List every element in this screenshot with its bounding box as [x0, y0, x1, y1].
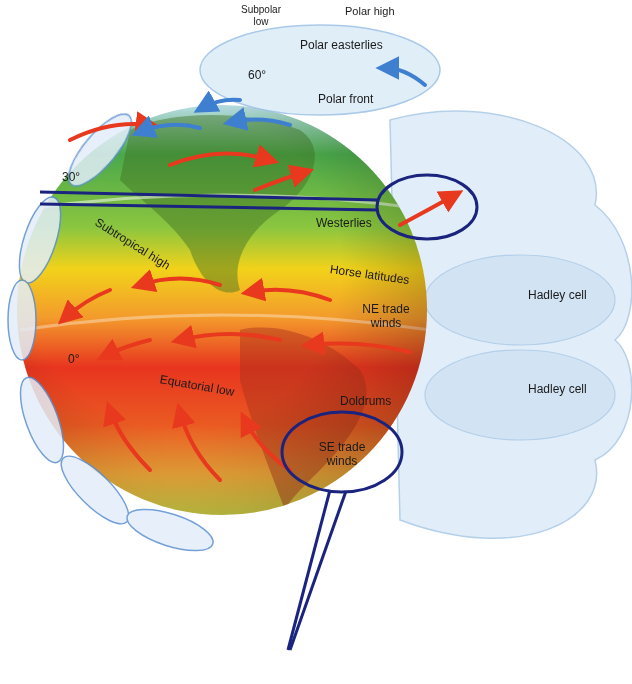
region-label: Polar front: [318, 92, 373, 106]
circulation-cells-part: [52, 447, 138, 533]
wind-arrows-part: [170, 154, 270, 165]
callout-marks-part: [290, 491, 346, 650]
hadley-cells-part: [425, 255, 615, 345]
callout-marks-part: [282, 412, 402, 492]
region-label: Westerlies: [316, 216, 372, 230]
wind-arrows-part: [110, 410, 150, 470]
callout-marks: [40, 175, 477, 650]
wind-arrows-part: [65, 290, 110, 318]
region-label: Polar high: [345, 5, 395, 18]
wind-arrows-part: [310, 344, 410, 352]
region-label: Horse latitudes: [329, 262, 410, 287]
callout-marks-part: [377, 175, 477, 239]
wind-arrows-part: [250, 290, 330, 300]
region-label: Equatorial low: [159, 372, 236, 399]
earth-globe-part: [17, 105, 427, 515]
polar-cell: [200, 25, 440, 115]
region-label: Hadley cell: [528, 288, 587, 302]
circulation-cells-part: [12, 372, 73, 468]
region-label: Doldrums: [340, 394, 391, 408]
circulation-cells-part: [59, 105, 141, 195]
polar-arrows-part: [140, 125, 200, 132]
wind-arrows-part: [180, 412, 220, 480]
callout-marks-part: [288, 490, 330, 650]
earth-globe: [17, 105, 430, 515]
region-label: 60°: [248, 68, 266, 82]
region-label: Subpolar low: [235, 4, 287, 28]
wind-arrows-part: [180, 334, 280, 340]
wind-arrows-part: [400, 195, 455, 225]
polar-cell-part: [200, 25, 440, 115]
polar-arrows-part: [385, 68, 425, 85]
wind-arrows-part: [255, 172, 305, 190]
region-label: 30°: [62, 170, 80, 184]
region-label: NE trade winds: [350, 302, 422, 330]
earth-globe-part: [17, 105, 427, 515]
region-label: Hadley cell: [528, 382, 587, 396]
region-label: Subtropical high: [92, 215, 172, 272]
wind-arrows: [65, 124, 455, 480]
circulation-cells-part: [8, 280, 36, 360]
wind-arrows-part: [105, 340, 150, 356]
circulation-cells: [8, 105, 218, 559]
hadley-cells-part: [425, 350, 615, 440]
polar-arrows: [140, 68, 425, 132]
polar-arrows-part: [202, 100, 240, 108]
wind-arrows-part: [140, 279, 220, 286]
polar-arrows-part: [232, 120, 290, 125]
callout-marks-part: [40, 204, 378, 210]
region-label: Polar easterlies: [300, 38, 383, 52]
callout-marks-part: [40, 192, 378, 200]
region-label: 0°: [68, 352, 79, 366]
circulation-cells-part: [122, 501, 217, 559]
circulation-cells-part: [11, 192, 69, 287]
region-label: SE trade winds: [306, 440, 378, 468]
